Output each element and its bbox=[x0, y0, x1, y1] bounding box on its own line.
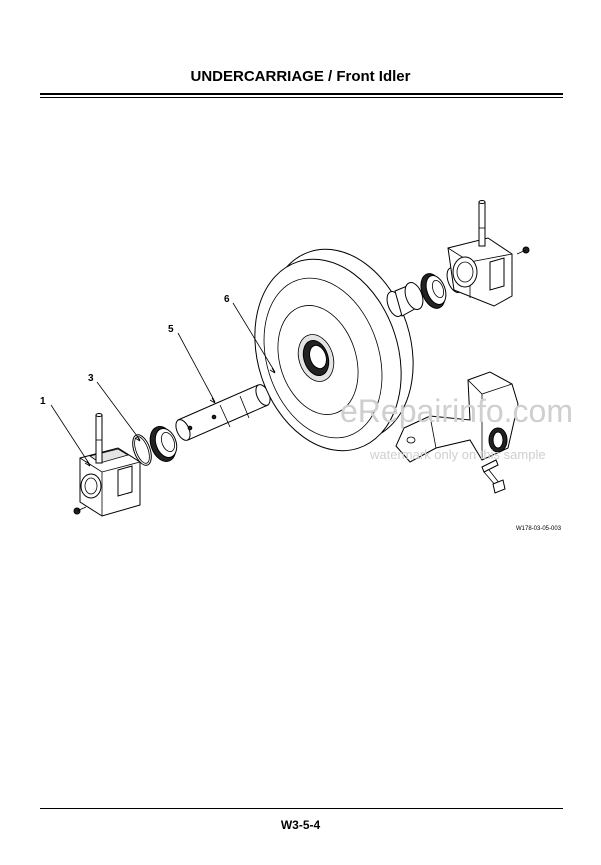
leader-line-6 bbox=[232, 302, 276, 373]
figure-code: W178-03-05-003 bbox=[516, 526, 562, 532]
idler-yoke bbox=[395, 371, 519, 463]
leader-line-3 bbox=[96, 381, 141, 441]
idler-shaft bbox=[175, 384, 271, 441]
yoke-bolt bbox=[481, 459, 506, 494]
floating-seal-right bbox=[420, 273, 447, 309]
left-bearing-block bbox=[73, 413, 141, 517]
leader-line-5 bbox=[177, 332, 216, 403]
leader-line-1 bbox=[50, 404, 91, 466]
footer-rule bbox=[40, 808, 563, 809]
watermark-sub: watermark only on this sample bbox=[369, 447, 546, 462]
callout-3: 3 bbox=[88, 373, 94, 384]
watermark-main: eRepairinfo.com bbox=[340, 393, 573, 429]
page-title: UNDERCARRIAGE / Front Idler bbox=[190, 68, 411, 85]
callout-5: 5 bbox=[168, 324, 174, 335]
floating-seal-left bbox=[149, 426, 178, 462]
header-rule-thin bbox=[40, 97, 563, 98]
callout-6: 6 bbox=[224, 294, 230, 305]
callout-1: 1 bbox=[40, 396, 46, 407]
header-rule-thick bbox=[40, 93, 563, 95]
page-number: W3-5-4 bbox=[280, 818, 321, 832]
idler-wheel bbox=[254, 248, 414, 452]
right-bearing-block bbox=[447, 200, 530, 307]
bushing-right bbox=[386, 282, 424, 317]
